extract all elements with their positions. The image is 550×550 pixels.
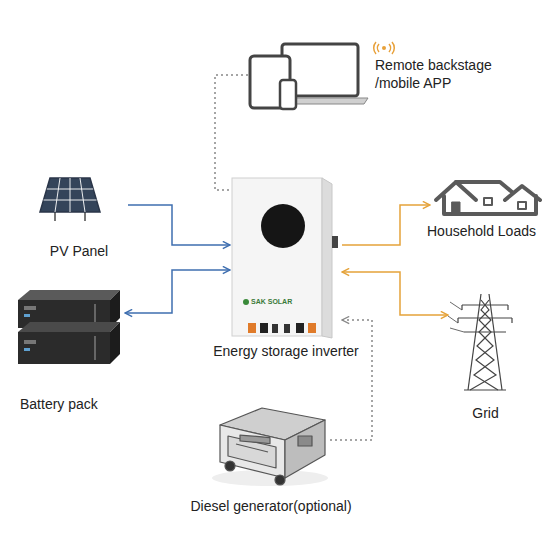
power-flow-connector [342,205,430,245]
house-illustration [436,182,540,214]
device-node: Battery pack [12,288,125,368]
device-node: Grid [448,292,523,392]
device-label: Energy storage inverter [213,342,359,360]
generator-illustration [212,408,328,486]
inverter-illustration [232,178,338,338]
power-flow-connector [128,205,230,245]
device-node: Remote backstage /mobile APP [248,40,358,115]
brand-label: SAK SOLAR [251,298,292,305]
device-node: PV Panel [30,172,128,222]
devices-illustration [250,44,368,109]
pv-panel-illustration [40,178,100,221]
device-label: Diesel generator(optional) [190,497,351,515]
battery-illustration [18,290,120,364]
pylon-illustration [448,294,512,390]
device-node: Household Loads [430,170,542,218]
device-label: Battery pack [20,395,98,413]
device-label: Grid [472,404,498,422]
wifi-symbol [374,42,395,54]
device-label: Remote backstage /mobile APP [375,56,500,92]
power-flow-connector [125,270,230,313]
device-node: Diesel generator(optional) [212,405,330,485]
signal-connector [215,75,248,190]
device-label: Household Loads [427,222,536,240]
power-flow-connector [342,272,448,315]
device-label: PV Panel [50,242,108,260]
device-node: Energy storage inverter [230,176,342,338]
power-flow-connector [330,320,372,440]
